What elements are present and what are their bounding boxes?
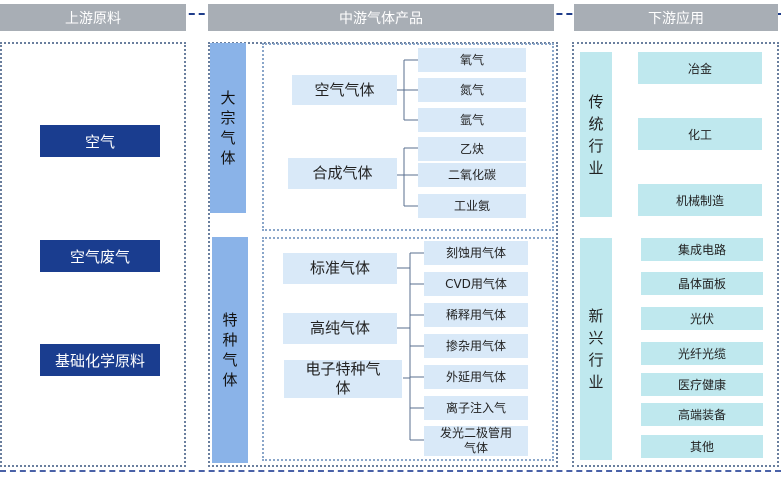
industry-item-medical: 医疗健康 <box>641 373 763 396</box>
bulk-gas-label: 大宗气体 <box>220 89 236 167</box>
gas-item-cvd: CVD用气体 <box>424 272 528 296</box>
emerging-industry-bar: 新兴行业 <box>580 238 612 460</box>
industry-item-panel: 晶体面板 <box>641 272 763 295</box>
traditional-industry-label: 传统行业 <box>588 92 604 177</box>
gas-item-ion-implant: 离子注入气 <box>424 396 528 420</box>
gas-item-etching: 刻蚀用气体 <box>424 241 528 265</box>
bulk-gas-bar: 大宗气体 <box>210 43 246 213</box>
group-air-gases: 空气气体 <box>292 75 397 105</box>
traditional-industry-bar: 传统行业 <box>580 52 612 217</box>
group-electronic-special-gases: 电子特种气体 <box>284 360 402 398</box>
header-midstream: 中游气体产品 <box>208 4 554 31</box>
upstream-item-air-waste: 空气废气 <box>40 240 160 272</box>
gas-item-oxygen: 氧气 <box>418 48 526 72</box>
gas-item-epitaxy: 外延用气体 <box>424 365 528 389</box>
emerging-industry-label: 新兴行业 <box>588 307 604 391</box>
gas-item-led: 发光二极管用气体 <box>424 426 528 456</box>
downstream-panel <box>572 42 779 467</box>
group-high-purity-gases: 高纯气体 <box>283 313 397 344</box>
upstream-item-basic-chemicals: 基础化学原料 <box>40 344 160 376</box>
gas-item-doping: 掺杂用气体 <box>424 334 528 358</box>
gas-item-acetylene: 乙炔 <box>418 137 526 161</box>
special-gas-label: 特种气体 <box>222 311 238 389</box>
industry-item-ic: 集成电路 <box>641 238 763 261</box>
industry-item-metallurgy: 冶金 <box>638 52 762 84</box>
special-gas-bar: 特种气体 <box>212 237 248 463</box>
upstream-panel <box>0 42 186 467</box>
header-upstream: 上游原料 <box>0 4 186 31</box>
industry-item-pv: 光伏 <box>641 307 763 330</box>
group-synthetic-gases: 合成气体 <box>288 158 397 189</box>
gas-item-nitrogen: 氮气 <box>418 78 526 102</box>
industry-item-machinery: 机械制造 <box>638 184 762 216</box>
upstream-item-air: 空气 <box>40 125 160 157</box>
industry-item-chemical: 化工 <box>638 118 762 150</box>
header-downstream: 下游应用 <box>574 4 778 31</box>
industry-item-fiber: 光纤光缆 <box>641 342 763 365</box>
gas-item-ammonia: 工业氨 <box>418 194 526 218</box>
gas-item-co2: 二氧化碳 <box>418 163 526 187</box>
bottom-dashed-line <box>0 470 781 472</box>
industry-item-equipment: 高端装备 <box>641 403 763 426</box>
bulk-gas-panel <box>262 43 554 231</box>
special-gas-panel <box>262 237 554 461</box>
gas-item-argon: 氩气 <box>418 108 526 132</box>
group-standard-gases: 标准气体 <box>283 253 397 284</box>
industry-item-other: 其他 <box>641 435 763 458</box>
gas-item-dilution: 稀释用气体 <box>424 303 528 327</box>
